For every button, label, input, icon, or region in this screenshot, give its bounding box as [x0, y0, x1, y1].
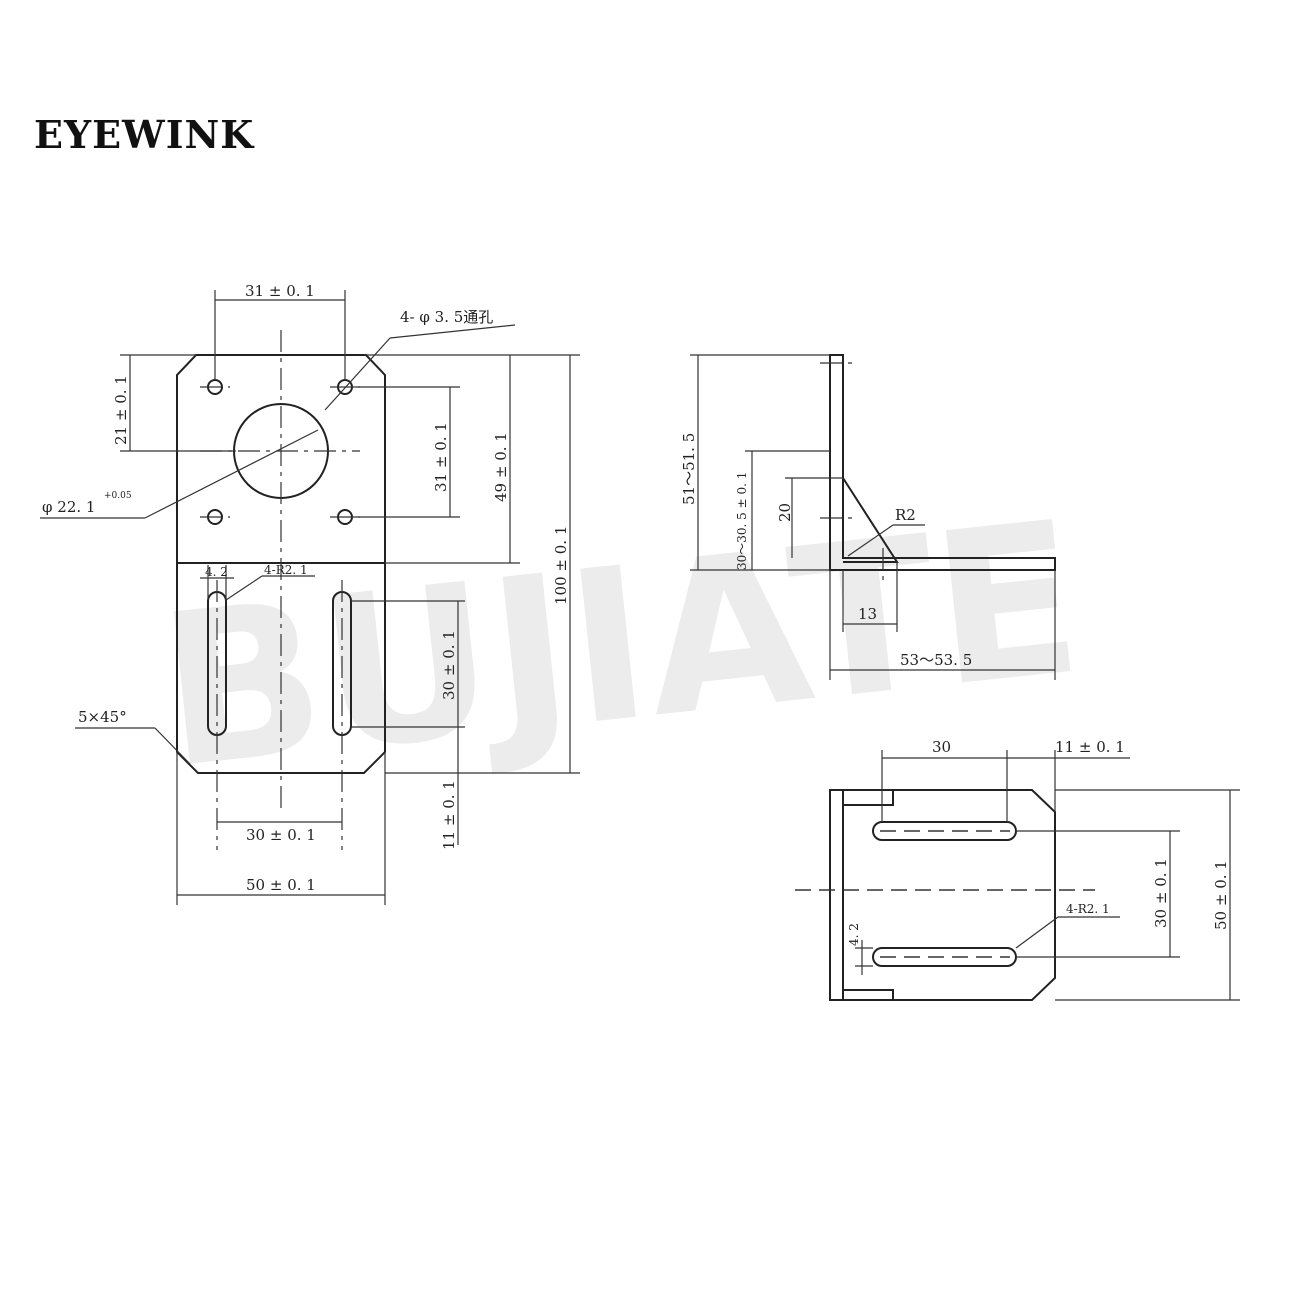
- chamfer-label: 5×45°: [78, 708, 127, 726]
- dim-side-height: 51～51. 5: [680, 433, 698, 505]
- center-bore-label: φ 22. 1: [42, 498, 95, 516]
- slot-width-label: 4. 2: [205, 565, 228, 579]
- dim-bottom-offset: 11 ± 0. 1: [1055, 738, 1125, 756]
- dim-rib: 30～30. 5 ± 0. 1: [735, 472, 749, 570]
- dim-bend-height: 49 ± 0. 1: [492, 432, 510, 502]
- brand-logo: EYEWINK: [34, 112, 255, 157]
- bend-radius: R2: [895, 506, 916, 524]
- dim-hole-vertical: 31 ± 0. 1: [432, 422, 450, 492]
- watermark: BUJIATE: [150, 475, 1090, 815]
- bottom-outline: [829, 789, 1056, 1001]
- dim-slot-length: 30 ± 0. 1: [440, 630, 458, 700]
- notch-bottom: [843, 989, 894, 1001]
- front-outline: [176, 354, 386, 774]
- center-bore-tolerance: +0.05: [104, 491, 132, 501]
- side-view: 51～51. 5 30～30. 5 ± 0. 1 20 R2 13 53～53.…: [680, 354, 1056, 680]
- dim-top-offset: 21 ± 0. 1: [112, 375, 130, 445]
- dim-top-holes: 31 ± 0. 1: [245, 282, 315, 300]
- dim-bottom-width: 50 ± 0. 1: [1212, 860, 1230, 930]
- slot-radius-label: 4-R2. 1: [264, 563, 308, 577]
- dim-slot-spacing: 30 ± 0. 1: [246, 826, 316, 844]
- bottom-slot-width: 4. 2: [847, 923, 861, 946]
- dim-bottom-slot-spacing: 30 ± 0. 1: [1152, 858, 1170, 928]
- dim-bottom-offset: 11 ± 0. 1: [440, 780, 458, 850]
- bottom-view: 30 11 ± 0. 1 4-R2. 1 4. 2 30 ± 0. 1 50 ±…: [795, 738, 1240, 1001]
- front-view: 31 ± 0. 1 4- φ 3. 5通孔 21 ± 0. 1 31 ± 0. …: [40, 282, 580, 905]
- hole-callout: 4- φ 3. 5通孔: [400, 308, 493, 326]
- dim-rib-base: 13: [858, 605, 877, 623]
- dim-width: 50 ± 0. 1: [246, 876, 316, 894]
- dim-side-length: 53～53. 5: [900, 651, 972, 669]
- dim-rib-height: 20: [776, 503, 794, 522]
- dim-total-height: 100 ± 0. 1: [552, 526, 570, 605]
- notch-top: [843, 789, 894, 806]
- dim-bottom-slot-length: 30: [932, 738, 951, 756]
- bottom-slot-radius: 4-R2. 1: [1066, 902, 1110, 916]
